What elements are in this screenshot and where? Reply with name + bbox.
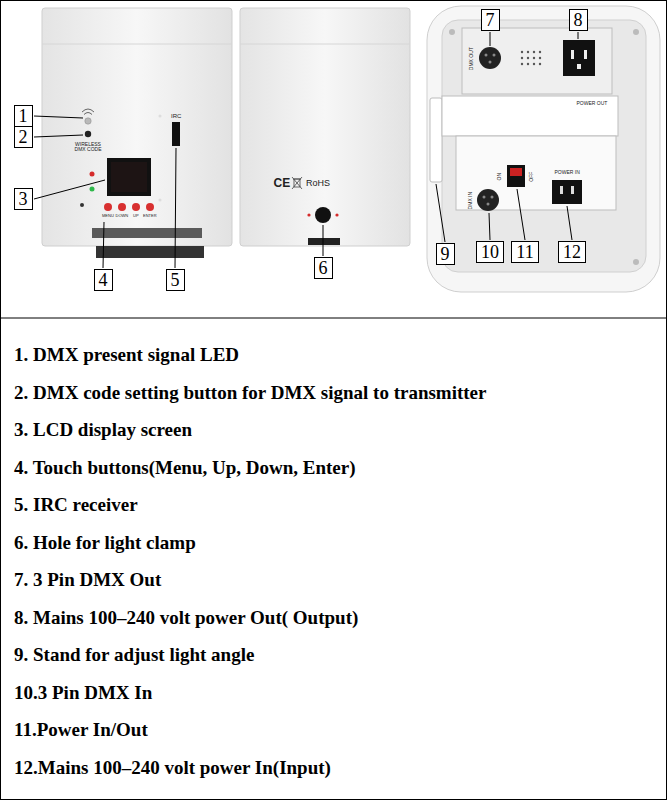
- switch-label: OFF: [529, 171, 534, 181]
- callout-number: 5: [166, 269, 185, 291]
- callout-number: 10: [476, 241, 504, 263]
- callout-number: 1: [14, 105, 33, 127]
- part-description: 11.Power In/Out: [14, 720, 148, 740]
- cert-mark: RoHS: [306, 179, 330, 188]
- callout-text: 7: [486, 11, 495, 29]
- callout-number: 6: [314, 257, 333, 279]
- back-view: [240, 8, 410, 246]
- callout-text: 1: [19, 107, 28, 125]
- leader-lines: [34, 32, 578, 268]
- front-view: [42, 8, 232, 258]
- part-description: 10.3 Pin DMX In: [14, 683, 152, 703]
- callout-text: 9: [441, 245, 450, 263]
- divider: [0, 318, 667, 319]
- callout-number: 4: [94, 269, 113, 291]
- callout-text: 12: [563, 243, 581, 261]
- panel-print: WIRELESS DMX CODE: [73, 142, 103, 153]
- button-label: MENU: [102, 214, 114, 218]
- part-description: 2. DMX code setting button for DMX signa…: [14, 383, 486, 403]
- port-label: DMX OUT: [468, 47, 473, 70]
- switch-label: ON: [497, 172, 502, 180]
- button-label: ENTER: [143, 214, 157, 218]
- callout-number: 2: [14, 126, 33, 148]
- callout-number: 8: [569, 9, 588, 31]
- part-description: 1. DMX present signal LED: [14, 345, 239, 365]
- callout-number: 11: [511, 241, 538, 263]
- button-label: DOWN: [116, 214, 129, 218]
- callout-text: 10: [481, 243, 499, 261]
- callout-number: 9: [436, 243, 455, 265]
- callout-number: 3: [14, 188, 33, 210]
- part-description: 6. Hole for light clamp: [14, 533, 196, 553]
- callout-number: 12: [558, 241, 586, 263]
- part-description: 4. Touch buttons(Menu, Up, Down, Enter): [14, 458, 356, 478]
- callout-number: 7: [481, 9, 500, 31]
- callout-text: 11: [516, 243, 533, 261]
- callout-text: 6: [319, 259, 328, 277]
- underside-view: [427, 6, 660, 292]
- port-label: POWER IN: [555, 170, 580, 175]
- port-label: DMX IN: [468, 191, 473, 209]
- callout-text: 4: [99, 271, 108, 289]
- callout-text: 2: [19, 128, 28, 146]
- part-description: 9. Stand for adjust light angle: [14, 645, 254, 665]
- callout-text: 3: [19, 190, 28, 208]
- button-label: UP: [133, 214, 139, 218]
- part-description: 3. LCD display screen: [14, 420, 192, 440]
- part-description: 8. Mains 100–240 volt power Out( Output): [14, 608, 358, 628]
- cert-mark: CE: [274, 177, 291, 190]
- part-description: 7. 3 Pin DMX Out: [14, 570, 161, 590]
- callout-text: 8: [574, 11, 583, 29]
- port-label: POWER OUT: [577, 101, 608, 106]
- part-description: 12.Mains 100–240 volt power In(Input): [14, 758, 331, 778]
- part-description: 5. IRC receiver: [14, 495, 138, 515]
- panel-print: IRC: [171, 113, 181, 119]
- callout-text: 5: [171, 271, 180, 289]
